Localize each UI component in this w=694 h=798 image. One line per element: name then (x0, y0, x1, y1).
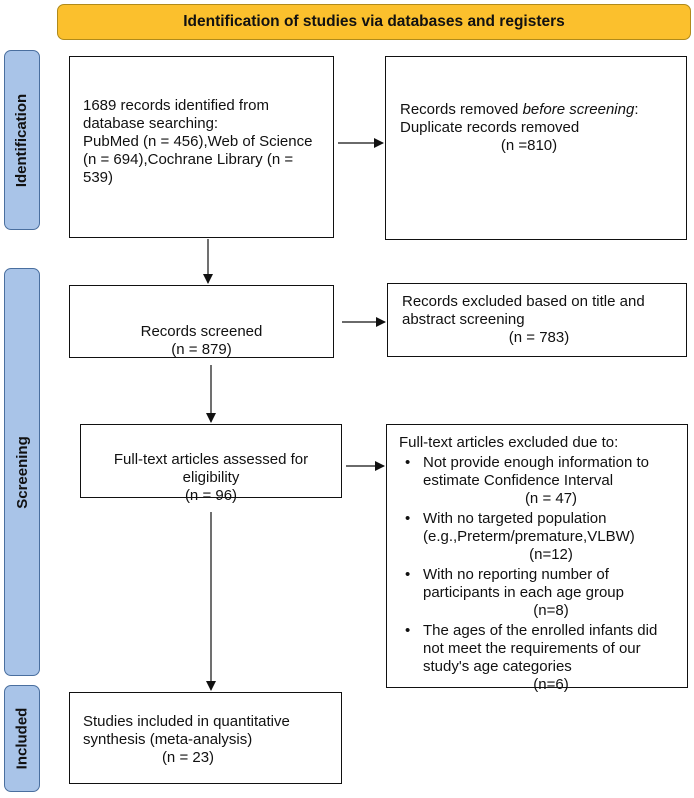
excluded-reason-1-count: (n = 47) (524, 490, 578, 507)
bullet-icon: • (405, 622, 411, 639)
records-removed-label: Records removed (400, 101, 523, 118)
excluded-reason-4-text: The ages of the enrolled infants did not… (423, 622, 658, 675)
records-removed-italic: before screening (522, 101, 635, 118)
records-removed-box: Records removed before screening: Duplic… (385, 56, 687, 240)
header-banner: Identification of studies via databases … (57, 4, 691, 40)
bullet-icon: • (405, 510, 411, 527)
records-identified-box: 1689 records identified from database se… (69, 56, 334, 238)
records-excluded-box: Records excluded based on title and abst… (387, 283, 687, 357)
phase-identification: Identification (4, 50, 40, 230)
records-excluded-text: Records excluded based on title and abst… (402, 293, 645, 328)
excluded-reason-3-count: (n=8) (533, 602, 569, 619)
studies-included-box: Studies included in quantitative synthes… (69, 692, 342, 784)
excluded-reason-3-text: With no reporting number of participants… (423, 566, 624, 601)
excluded-reason-3: • With no reporting number of participant… (399, 566, 679, 620)
records-screened-text: Records screened (n = 879) (140, 323, 263, 358)
phase-included: Included (4, 685, 40, 792)
fulltext-excluded-list: • Not provide enough information to estim… (399, 454, 679, 694)
records-removed-line2: Duplicate records removed (400, 119, 580, 136)
fulltext-excluded-title: Full-text articles excluded due to: (399, 434, 619, 451)
fulltext-assessed-text: Full-text articles assessed for eligibil… (113, 451, 309, 504)
header-title: Identification of studies via databases … (183, 13, 565, 30)
excluded-reason-2-count: (n=12) (529, 546, 573, 563)
bullet-icon: • (405, 454, 411, 471)
excluded-reason-2-text: With no targeted population (e.g.,Preter… (423, 510, 635, 545)
excluded-reason-2: • With no targeted population (e.g.,Prete… (399, 510, 679, 564)
studies-included-count: (n = 23) (161, 749, 215, 766)
fulltext-excluded-box: Full-text articles excluded due to: • Not… (386, 424, 688, 693)
excluded-reason-4: • The ages of the enrolled infants did no… (399, 622, 679, 694)
records-removed-line1: Records removed before screening: (400, 101, 678, 119)
excluded-reason-4-count: (n=6) (533, 676, 569, 693)
excluded-reason-1-text: Not provide enough information to estima… (423, 454, 649, 489)
excluded-reason-1: • Not provide enough information to estim… (399, 454, 679, 508)
bullet-icon: • (405, 566, 411, 583)
records-removed-count: (n =810) (500, 137, 558, 154)
records-screened-box: Records screened (n = 879) (69, 285, 334, 358)
phase-screening: Screening (4, 268, 40, 676)
records-identified-text: 1689 records identified from database se… (83, 97, 313, 186)
records-excluded-count: (n = 783) (508, 329, 570, 346)
fulltext-assessed-box: Full-text articles assessed for eligibil… (80, 424, 342, 504)
studies-included-text: Studies included in quantitative synthes… (83, 713, 290, 748)
records-removed-colon: : (634, 101, 639, 118)
